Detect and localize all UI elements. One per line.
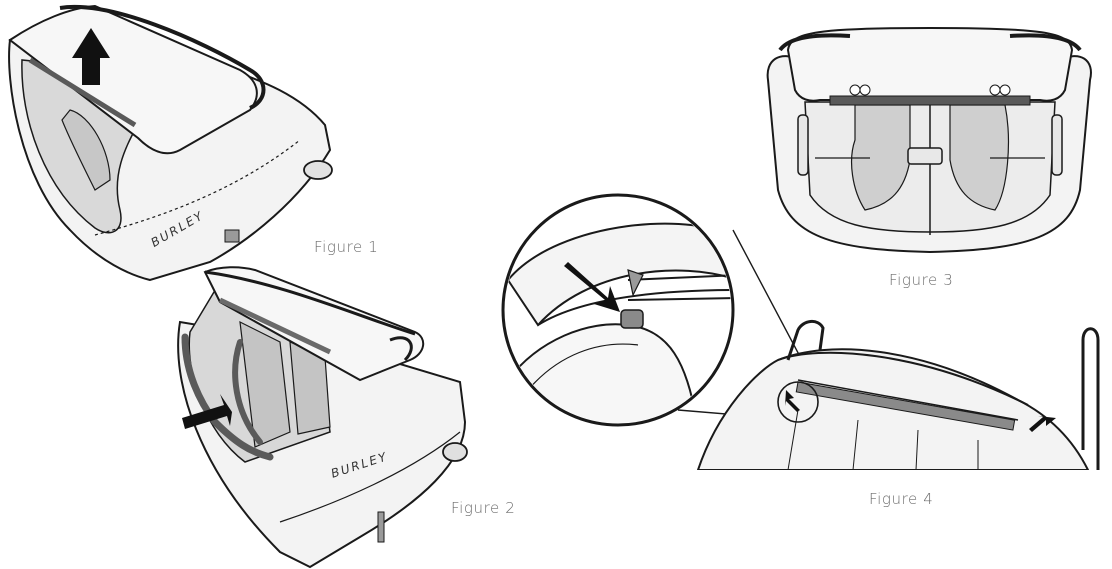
frame-bar [181, 333, 274, 461]
detail-magnifier [501, 193, 735, 427]
figure-1-caption: Figure 1 [314, 238, 379, 256]
cover-lid [786, 26, 1074, 102]
magnifier-detail-icon [777, 381, 819, 423]
down-right-arrow-icon [785, 390, 800, 412]
cross-rod [28, 57, 137, 128]
figure-3-caption: Figure 3 [889, 271, 954, 289]
up-arrow-icon [72, 28, 110, 85]
cover-lid [203, 266, 425, 382]
left-arrow-icon [182, 394, 232, 429]
figure-2-illustration [177, 266, 468, 569]
cover-lid [8, 4, 258, 155]
handle-bar [59, 5, 266, 110]
down-left-arrow-icon [1029, 416, 1056, 432]
trailer-body [696, 348, 1090, 470]
figure-1-illustration [8, 4, 333, 282]
figure-4-illustration [501, 193, 1100, 470]
figure-2-caption: Figure 2 [451, 499, 516, 517]
figure-4-caption: Figure 4 [869, 490, 934, 508]
figure-3-illustration [766, 26, 1092, 254]
